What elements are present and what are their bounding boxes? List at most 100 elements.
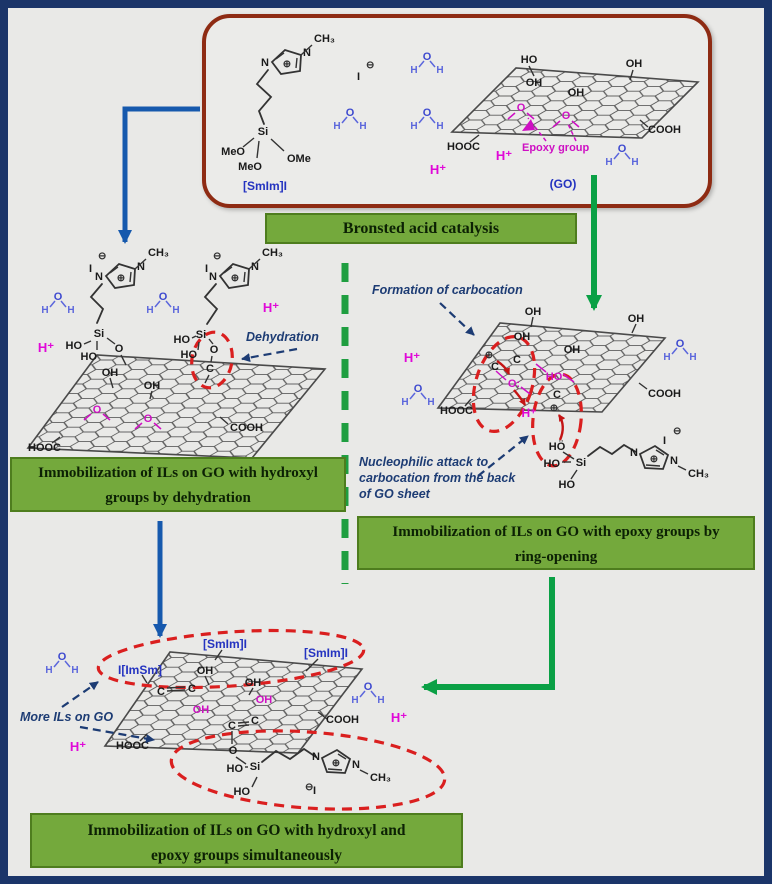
banner-epoxy-line2: ring-opening [514, 549, 598, 565]
cooh-label: COOH [648, 388, 681, 400]
si-label: Si [250, 761, 260, 773]
banner-simultaneous: Immobilization of ILs on GO with hydroxy… [30, 813, 463, 868]
arrow-right-to-product [421, 577, 555, 695]
si-label: Si [258, 126, 268, 138]
nucleophile-ellipse [531, 372, 583, 468]
nucleophilic-annotation-1: Nucleophilic attack to [359, 455, 489, 469]
oh-label: OH [144, 380, 161, 392]
cooh-label: COOH [230, 422, 263, 434]
banner-epoxy-line1: Immobilization of ILs on GO with epoxy g… [392, 524, 720, 540]
go-sheet-top [450, 67, 700, 139]
more-ils-arrow-top [61, 681, 99, 708]
meo-label: MeO [221, 146, 245, 158]
flow-arrows [118, 106, 602, 695]
ch3-label: CH₃ [314, 33, 335, 45]
o-label: O [115, 343, 124, 355]
c-label: C [157, 686, 165, 698]
ch3-label: CH₃ [370, 772, 391, 784]
oh-label: OH [526, 77, 543, 89]
si-label: Si [576, 457, 586, 469]
banner-simultaneous-line2: epoxy groups simultaneously [151, 847, 342, 864]
epoxy-o-label: O [93, 404, 102, 416]
smim-product-label: [SmIm]I [304, 646, 348, 660]
ho-label: HO [227, 763, 244, 775]
h-plus-label: H⁺ [70, 739, 86, 754]
go-sheet-left [26, 354, 327, 459]
ho-label: HO [181, 349, 198, 361]
banner-hydroxyl: Immobilization of ILs on GO with hydroxy… [10, 457, 346, 512]
epoxy-pointer-icon [522, 119, 535, 131]
ho-dots-label: HÖ [549, 440, 566, 453]
banner-simultaneous-line1: Immobilization of ILs on GO with hydroxy… [87, 822, 406, 839]
cooh-label: COOH [326, 714, 359, 726]
banner-epoxy: Immobilization of ILs on GO with epoxy g… [357, 516, 755, 570]
oh-label: OH [514, 331, 531, 343]
ho-label: HO [81, 351, 98, 363]
oh-label: OH [525, 306, 542, 318]
left-branch: CH₃ I ⊖ Si HO HO O CH₃ I ⊖ Si HO HO O [28, 247, 319, 454]
epoxy-o-label: O [562, 110, 571, 122]
product-top-ellipse [96, 628, 366, 690]
banner-bronsted-text: Bronsted acid catalysis [342, 220, 500, 237]
o-label: O [210, 344, 219, 356]
oh-label: OH [628, 313, 645, 325]
iodide-label: I [663, 435, 666, 447]
epoxy-o-label: O: [508, 378, 520, 390]
c-label: C [553, 389, 561, 401]
arrow-to-left-branch [118, 106, 200, 244]
minus-charge-icon: ⊖ [213, 251, 221, 262]
meo-label: MeO [238, 161, 262, 173]
ho-mag-label: HO [546, 371, 563, 383]
ho-label: HO [174, 334, 191, 346]
iodide-label: I [89, 263, 92, 275]
oh-mag-label: OH [256, 694, 273, 706]
dehydration-annotation: Dehydration [246, 330, 319, 344]
epoxy-o-label: O [144, 413, 153, 425]
nucleophilic-arrow [477, 435, 529, 477]
oh-label: OH [102, 367, 119, 379]
more-ils-annotation: More ILs on GO [20, 710, 113, 724]
minus-charge-icon: ⊖ [366, 60, 374, 71]
h-plus-label: H⁺ [263, 300, 279, 315]
banner-bronsted: Bronsted acid catalysis [265, 213, 577, 244]
h-plus-label: H⁺ [391, 710, 407, 725]
carbocation-ellipse [471, 335, 537, 433]
ho-label: HO [234, 786, 251, 798]
go-top-labels: HO OH OH OH COOH HOOC O O Epoxy group (G… [447, 54, 681, 191]
nucleophilic-annotation-3: of GO sheet [359, 487, 431, 501]
ho-label: HO [544, 458, 561, 470]
h-plus-label: H⁺ [404, 350, 420, 365]
product-bottom-ellipse [169, 729, 447, 811]
smim-structure: CH₃ I ⊖ Si MeO MeO OMe [SmIm]I [221, 33, 374, 193]
iodide-label: I [313, 785, 316, 797]
epoxy-o-label: O [517, 102, 526, 114]
c-label: C [188, 683, 196, 695]
h-plus-label: H⁺ [496, 148, 512, 163]
c-label: C [513, 354, 521, 366]
c-label: C [491, 361, 499, 373]
go-sheet-right [436, 322, 667, 413]
ch3-label: CH₃ [148, 247, 169, 259]
minus-charge-icon: ⊖ [98, 251, 106, 262]
oh-label: OH [245, 677, 262, 689]
oh-label: OH [568, 87, 585, 99]
minus-charge-icon: ⊖ [673, 426, 681, 437]
ho-label: HO [559, 479, 576, 491]
plus-charge-icon: ⊕ [485, 350, 493, 361]
dehydration-ellipse [190, 330, 234, 390]
highlight-ellipses [96, 330, 583, 811]
dehydration-arrow [241, 347, 298, 362]
epoxy-group-caption: Epoxy group [522, 142, 590, 154]
iodide-label: I [205, 263, 208, 275]
nucleophilic-annotation-2: carbocation from the back [359, 471, 516, 485]
banner-hydroxyl-line1: Immobilization of ILs on GO with hydroxy… [38, 465, 318, 481]
c-label: C [206, 363, 214, 375]
banner-hydroxyl-line2: groups by dehydration [105, 490, 251, 506]
imsm-product-label: I[ImSm] [118, 663, 162, 677]
right-branch: Formation of carbocation H⁺ OH OH OH OH … [359, 283, 709, 501]
oh-mag-label: OH [193, 704, 210, 716]
hooc-label: HOOC [116, 740, 149, 752]
c-label: C [228, 720, 236, 732]
